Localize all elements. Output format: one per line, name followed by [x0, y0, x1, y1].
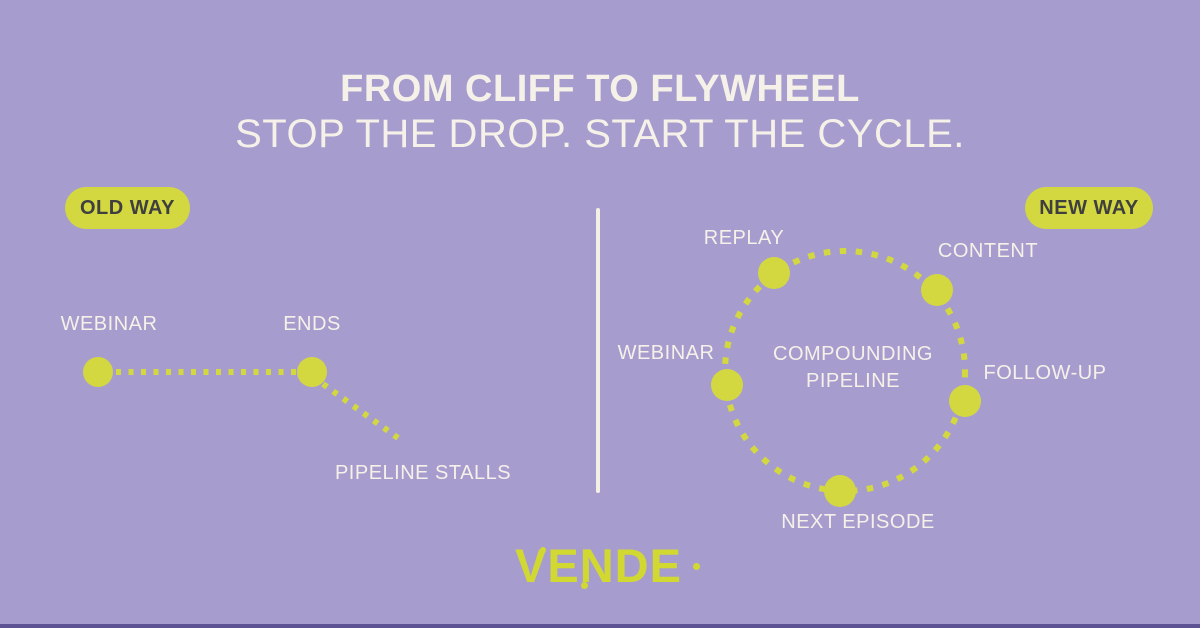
- content-node-dot: [921, 274, 953, 306]
- webinar-node-dot: [711, 369, 743, 401]
- label-webinar-old: WEBINAR: [60, 313, 158, 335]
- ends-dot: [297, 357, 327, 387]
- label-ends: ENDS: [283, 313, 341, 335]
- label-replay: REPLAY: [703, 227, 785, 249]
- logo-dot-icon: [693, 563, 700, 570]
- label-webinar-new: WEBINAR: [617, 342, 715, 364]
- page-subtitle: STOP THE DROP. START THE CYCLE.: [235, 112, 965, 156]
- webinar-start-dot: [83, 357, 113, 387]
- logo-dot-icon: [540, 547, 546, 553]
- cycle-center-line1: COMPOUNDING: [773, 343, 933, 365]
- cycle-center-line2: PIPELINE: [805, 370, 901, 392]
- page-title: FROM CLIFF TO FLYWHEEL: [340, 68, 860, 110]
- label-content: CONTENT: [937, 240, 1039, 262]
- vende-logo: VENDE: [515, 542, 710, 592]
- section-divider: [596, 208, 600, 493]
- label-next-episode: NEXT EPISODE: [781, 511, 935, 533]
- old-way-badge: OLD WAY: [65, 187, 190, 229]
- cycle-center-text: COMPOUNDING PIPELINE: [773, 341, 933, 395]
- old-way-badge-label: OLD WAY: [80, 196, 175, 219]
- new-way-badge: NEW WAY: [1025, 187, 1153, 229]
- logo-dot-icon: [581, 582, 588, 589]
- label-pipeline-stalls: PIPELINE STALLS: [334, 462, 512, 484]
- pipeline-drop-dotted-line: [321, 381, 400, 441]
- replay-node-dot: [758, 257, 790, 289]
- new-way-badge-label: NEW WAY: [1039, 196, 1139, 219]
- follow-up-node-dot: [949, 385, 981, 417]
- bottom-accent-bar: [0, 624, 1200, 628]
- label-follow-up: FOLLOW-UP: [983, 362, 1107, 384]
- next-episode-node-dot: [824, 475, 856, 507]
